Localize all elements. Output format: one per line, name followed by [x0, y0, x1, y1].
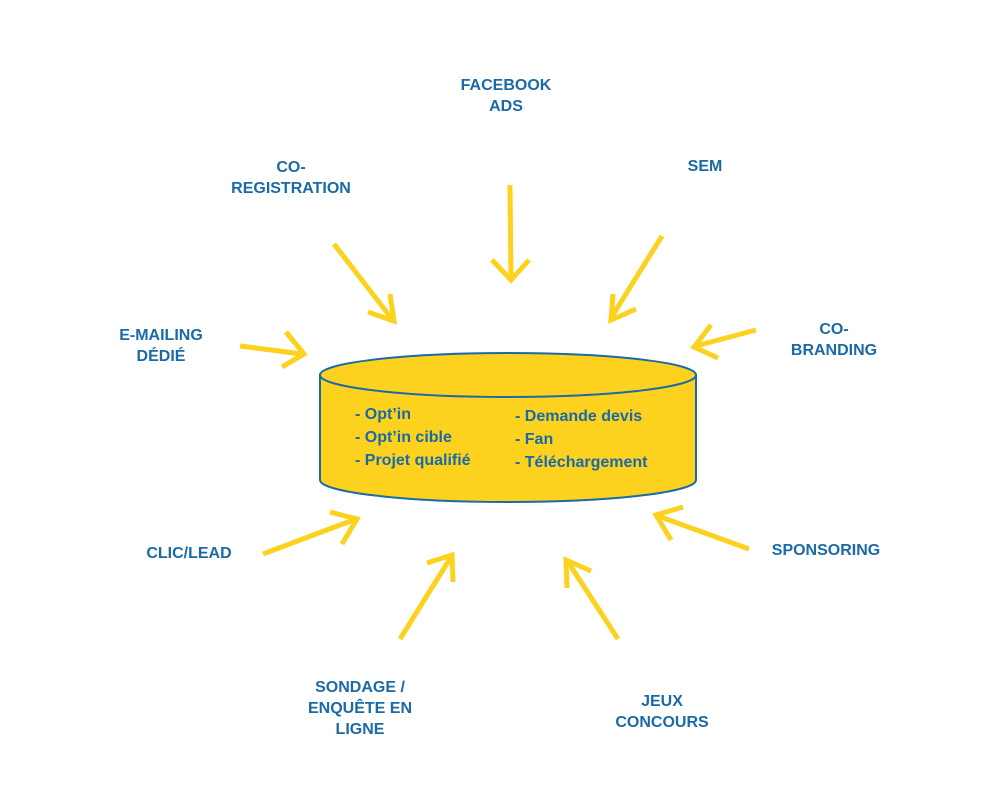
label-e-mailing: E-MAILING DÉDIÉ — [101, 325, 221, 367]
label-sondage-line-2: ENQUÊTE EN — [307, 700, 412, 717]
arrow-sponsoring — [652, 504, 750, 552]
arrow-sondage — [397, 551, 456, 641]
database-cylinder — [319, 352, 697, 503]
label-sponsoring: SPONSORING — [766, 540, 886, 561]
arrow-co-branding — [690, 323, 757, 361]
arrow-clic-lead — [262, 509, 361, 557]
database-item-fan: - Fan — [515, 431, 554, 448]
arrow-e-mailing — [239, 330, 308, 370]
label-facebook-ads-line-2: ADS — [489, 98, 523, 115]
arrow-jeux-concours — [563, 556, 621, 641]
label-sem: SEM — [665, 156, 745, 177]
database-item-projet-qualifie: - Projet qualifié — [355, 452, 471, 469]
label-jeux-concours-line-1: JEUX — [641, 693, 683, 710]
database-item-opt-in-cible: - Opt’in cible — [355, 429, 452, 446]
label-sondage-line-1: SONDAGE / — [315, 679, 405, 696]
arrow-facebook-ads — [490, 184, 531, 284]
database-item-demande-devis: - Demande devis — [515, 408, 643, 425]
label-co-registration: CO- REGISTRATION — [226, 157, 356, 199]
label-sem-line-1: SEM — [687, 158, 723, 175]
database-item-telechargement: - Téléchargement — [515, 454, 648, 471]
cylinder-body — [319, 374, 697, 503]
label-co-branding-line-1: CO- — [819, 321, 849, 338]
database-right-list: - Demande devis - Fan - Téléchargement — [515, 405, 647, 474]
label-co-branding-line-2: BRANDING — [790, 342, 878, 359]
label-co-branding: CO- BRANDING — [779, 319, 889, 361]
label-sponsoring-line-1: SPONSORING — [771, 542, 881, 559]
label-sondage-line-3: LIGNE — [335, 721, 385, 738]
cylinder-top — [319, 352, 697, 398]
label-co-registration-line-2: REGISTRATION — [231, 180, 351, 197]
label-facebook-ads-line-1: FACEBOOK — [460, 77, 552, 94]
arrow-co-registration — [332, 242, 398, 325]
label-clic-lead: CLIC/LEAD — [129, 543, 249, 564]
label-e-mailing-line-2: DÉDIÉ — [136, 348, 186, 365]
label-jeux-concours-line-2: CONCOURS — [615, 714, 709, 731]
label-co-registration-line-1: CO- — [276, 159, 306, 176]
label-jeux-concours: JEUX CONCOURS — [597, 691, 727, 733]
database-left-list: - Opt’in - Opt’in cible - Projet qualifi… — [355, 403, 471, 472]
label-e-mailing-line-1: E-MAILING — [119, 327, 203, 344]
label-clic-lead-line-1: CLIC/LEAD — [146, 545, 232, 562]
database-item-opt-in: - Opt’in — [355, 406, 411, 423]
arrow-sem — [608, 234, 665, 324]
label-facebook-ads: FACEBOOK ADS — [446, 75, 566, 117]
label-sondage: SONDAGE / ENQUÊTE EN LIGNE — [295, 677, 425, 740]
